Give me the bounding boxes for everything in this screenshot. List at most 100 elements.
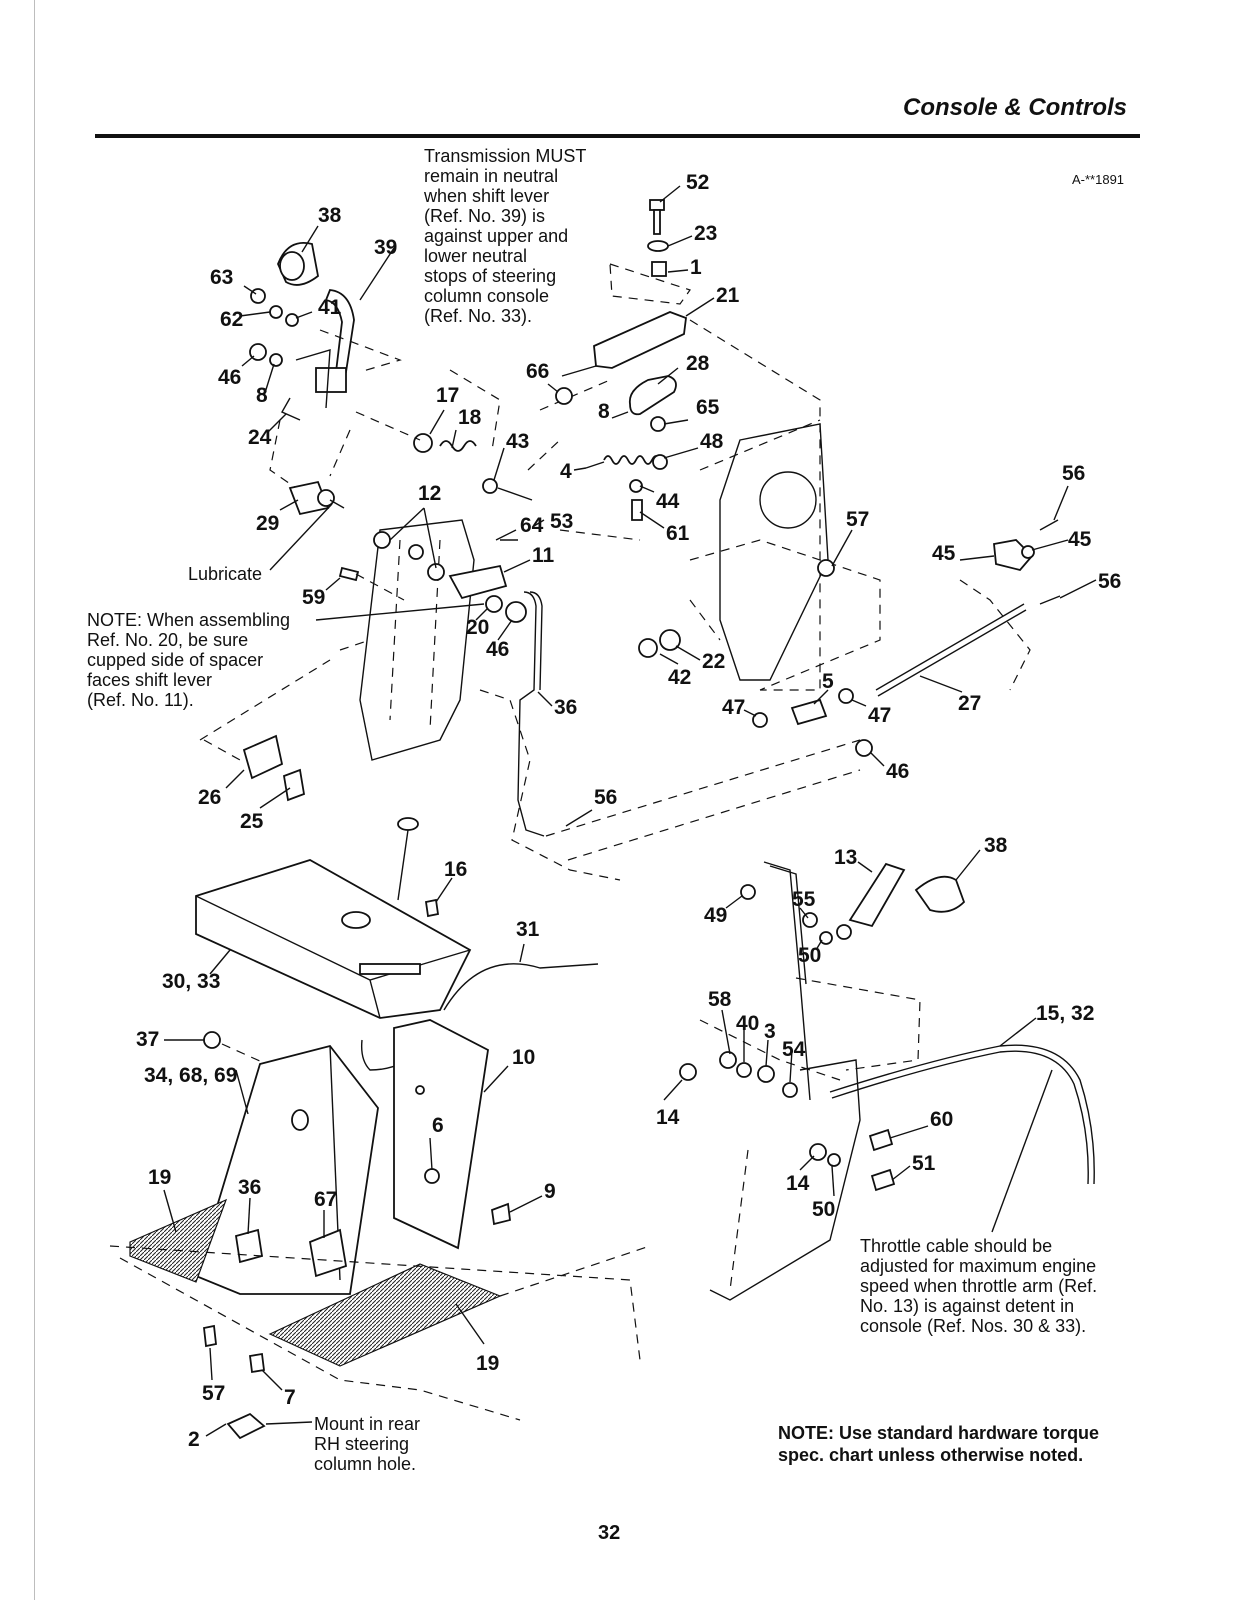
callout: 11 bbox=[532, 544, 555, 567]
callout: 61 bbox=[666, 522, 690, 545]
callout-labels: 52 23 1 21 38 39 63 41 62 46 8 24 66 28 … bbox=[136, 171, 1121, 1451]
callout: 54 bbox=[782, 1038, 806, 1061]
callout: 38 bbox=[984, 834, 1008, 857]
callout: 8 bbox=[598, 400, 610, 423]
callout: 63 bbox=[210, 266, 233, 289]
callout: 36 bbox=[238, 1176, 261, 1199]
callout: 14 bbox=[786, 1172, 810, 1195]
callout: 53 bbox=[550, 510, 573, 533]
callout: 15, 32 bbox=[1036, 1002, 1094, 1025]
torque-note: NOTE: Use standard hardware torque spec.… bbox=[778, 1422, 1099, 1466]
callout: 6 bbox=[432, 1114, 444, 1137]
center-dashed-guides bbox=[199, 379, 861, 881]
throttle-knob-38-part bbox=[914, 875, 966, 913]
callout: 16 bbox=[444, 858, 467, 881]
callout: 56 bbox=[1062, 462, 1085, 485]
note-line: (Ref. No. 33). bbox=[424, 306, 533, 326]
lubricate-note: Lubricate bbox=[188, 564, 263, 584]
upper-left-hardware bbox=[249, 288, 299, 367]
link-28-part bbox=[628, 375, 677, 432]
callout: 30, 33 bbox=[162, 970, 220, 993]
note-line: remain in neutral bbox=[424, 166, 559, 186]
callout: 57 bbox=[202, 1382, 225, 1405]
note-line: spec. chart unless otherwise noted. bbox=[778, 1445, 1084, 1465]
callout: 48 bbox=[700, 430, 724, 453]
callout: 1 bbox=[690, 256, 702, 279]
note-line: stops of steering bbox=[424, 266, 557, 286]
callout: 52 bbox=[686, 171, 709, 194]
note-line: Mount in rear bbox=[314, 1414, 421, 1434]
hardware-42-22 bbox=[638, 559, 835, 658]
callout: 47 bbox=[722, 696, 745, 719]
callout: 45 bbox=[1068, 528, 1092, 551]
callout: 34, 68, 69 bbox=[144, 1064, 237, 1087]
fitting-5-part bbox=[752, 688, 873, 757]
callout: 8 bbox=[256, 384, 268, 407]
note-line: against upper and bbox=[424, 226, 569, 246]
throttle-bracket-part bbox=[699, 861, 921, 1301]
shift-lever-part bbox=[281, 289, 355, 421]
note-line: NOTE: When assembling bbox=[87, 610, 291, 630]
note-line: when shift lever bbox=[424, 186, 550, 206]
throttle-hardware bbox=[679, 884, 896, 1192]
callout: 41 bbox=[318, 296, 342, 319]
callout: 49 bbox=[704, 904, 727, 927]
bolt-59-part bbox=[338, 566, 405, 601]
screw-16-part bbox=[424, 898, 440, 918]
callout: 58 bbox=[708, 988, 732, 1011]
transmission-frame bbox=[689, 319, 881, 691]
callout: 43 bbox=[506, 430, 529, 453]
callout: 55 bbox=[792, 888, 816, 911]
spring-washer-assembly bbox=[355, 369, 533, 501]
callout: 9 bbox=[544, 1180, 556, 1203]
callout: 57 bbox=[846, 508, 869, 531]
callout: 40 bbox=[736, 1012, 759, 1035]
note-line: Transmission MUST bbox=[424, 146, 587, 166]
note-line: adjusted for maximum engine bbox=[860, 1256, 1097, 1276]
callout: 42 bbox=[668, 666, 691, 689]
steering-column-plate bbox=[359, 519, 475, 761]
note-line: console (Ref. Nos. 30 & 33). bbox=[860, 1316, 1087, 1336]
callout: 39 bbox=[374, 236, 397, 259]
note-line: (Ref. No. 39) is bbox=[424, 206, 546, 226]
note-line: Throttle cable should be bbox=[860, 1236, 1053, 1256]
callout: 17 bbox=[436, 384, 459, 407]
note-line: Ref. No. 20, be sure bbox=[87, 630, 249, 650]
callout: 38 bbox=[318, 204, 342, 227]
callout: 29 bbox=[256, 512, 279, 535]
callout: 31 bbox=[516, 918, 540, 941]
callout: 3 bbox=[764, 1020, 776, 1043]
throttle-note: Throttle cable should be adjusted for ma… bbox=[860, 1236, 1097, 1336]
callout: 65 bbox=[696, 396, 720, 419]
bracket-21-part bbox=[555, 263, 691, 405]
steering-column-34-part bbox=[194, 1044, 379, 1295]
callout: 56 bbox=[1098, 570, 1121, 593]
bolt-52-part bbox=[647, 199, 669, 277]
rod-36-part bbox=[517, 591, 545, 837]
sheet-edge-line bbox=[34, 0, 35, 1600]
note-line: NOTE: Use standard hardware torque bbox=[778, 1423, 1100, 1443]
callout: 66 bbox=[526, 360, 549, 383]
callout: 13 bbox=[834, 846, 857, 869]
note-line: column console bbox=[424, 286, 550, 306]
callout: 36 bbox=[554, 696, 577, 719]
callout: 20 bbox=[466, 616, 489, 639]
callout: 28 bbox=[686, 352, 710, 375]
callout: 10 bbox=[512, 1046, 535, 1069]
shift-knob-part bbox=[277, 242, 319, 286]
note-line: faces shift lever bbox=[87, 670, 213, 690]
callout: 50 bbox=[798, 944, 821, 967]
spring-4-part bbox=[585, 454, 668, 521]
lower-left-hardware bbox=[203, 1324, 266, 1440]
note-line: cupped side of spacer bbox=[87, 650, 264, 670]
callout: 59 bbox=[302, 586, 325, 609]
callout: 56 bbox=[594, 786, 617, 809]
callout: 60 bbox=[930, 1108, 953, 1131]
callout: 7 bbox=[284, 1386, 296, 1409]
note-line: No. 13) is against detent in bbox=[860, 1296, 1075, 1316]
callout: 51 bbox=[912, 1152, 936, 1175]
callout: 46 bbox=[886, 760, 909, 783]
callout: 21 bbox=[716, 284, 740, 307]
callout: 64 bbox=[520, 514, 544, 537]
callout: 4 bbox=[560, 460, 572, 483]
